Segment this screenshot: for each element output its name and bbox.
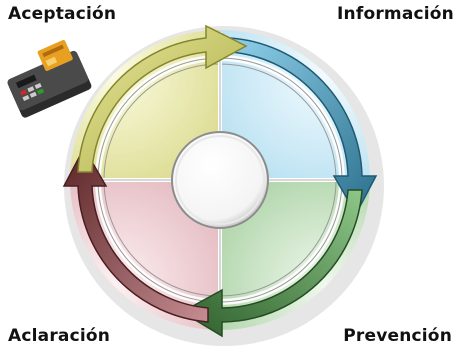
quadrant-top-left bbox=[70, 30, 220, 180]
quadrant-top-right bbox=[220, 30, 370, 180]
center-hub bbox=[171, 131, 269, 229]
quadrant-bottom-right bbox=[220, 180, 370, 330]
card-reader-icon bbox=[7, 39, 92, 118]
label-aceptacion: Aceptación bbox=[8, 4, 117, 24]
label-aclaracion: Aclaración bbox=[8, 326, 111, 346]
label-informacion: Información bbox=[337, 4, 454, 24]
center-hub-rim bbox=[175, 135, 265, 225]
label-prevencion: Prevención bbox=[343, 326, 452, 346]
quadrant-bottom-left bbox=[70, 180, 220, 330]
arrow-aceptacion bbox=[77, 24, 248, 173]
